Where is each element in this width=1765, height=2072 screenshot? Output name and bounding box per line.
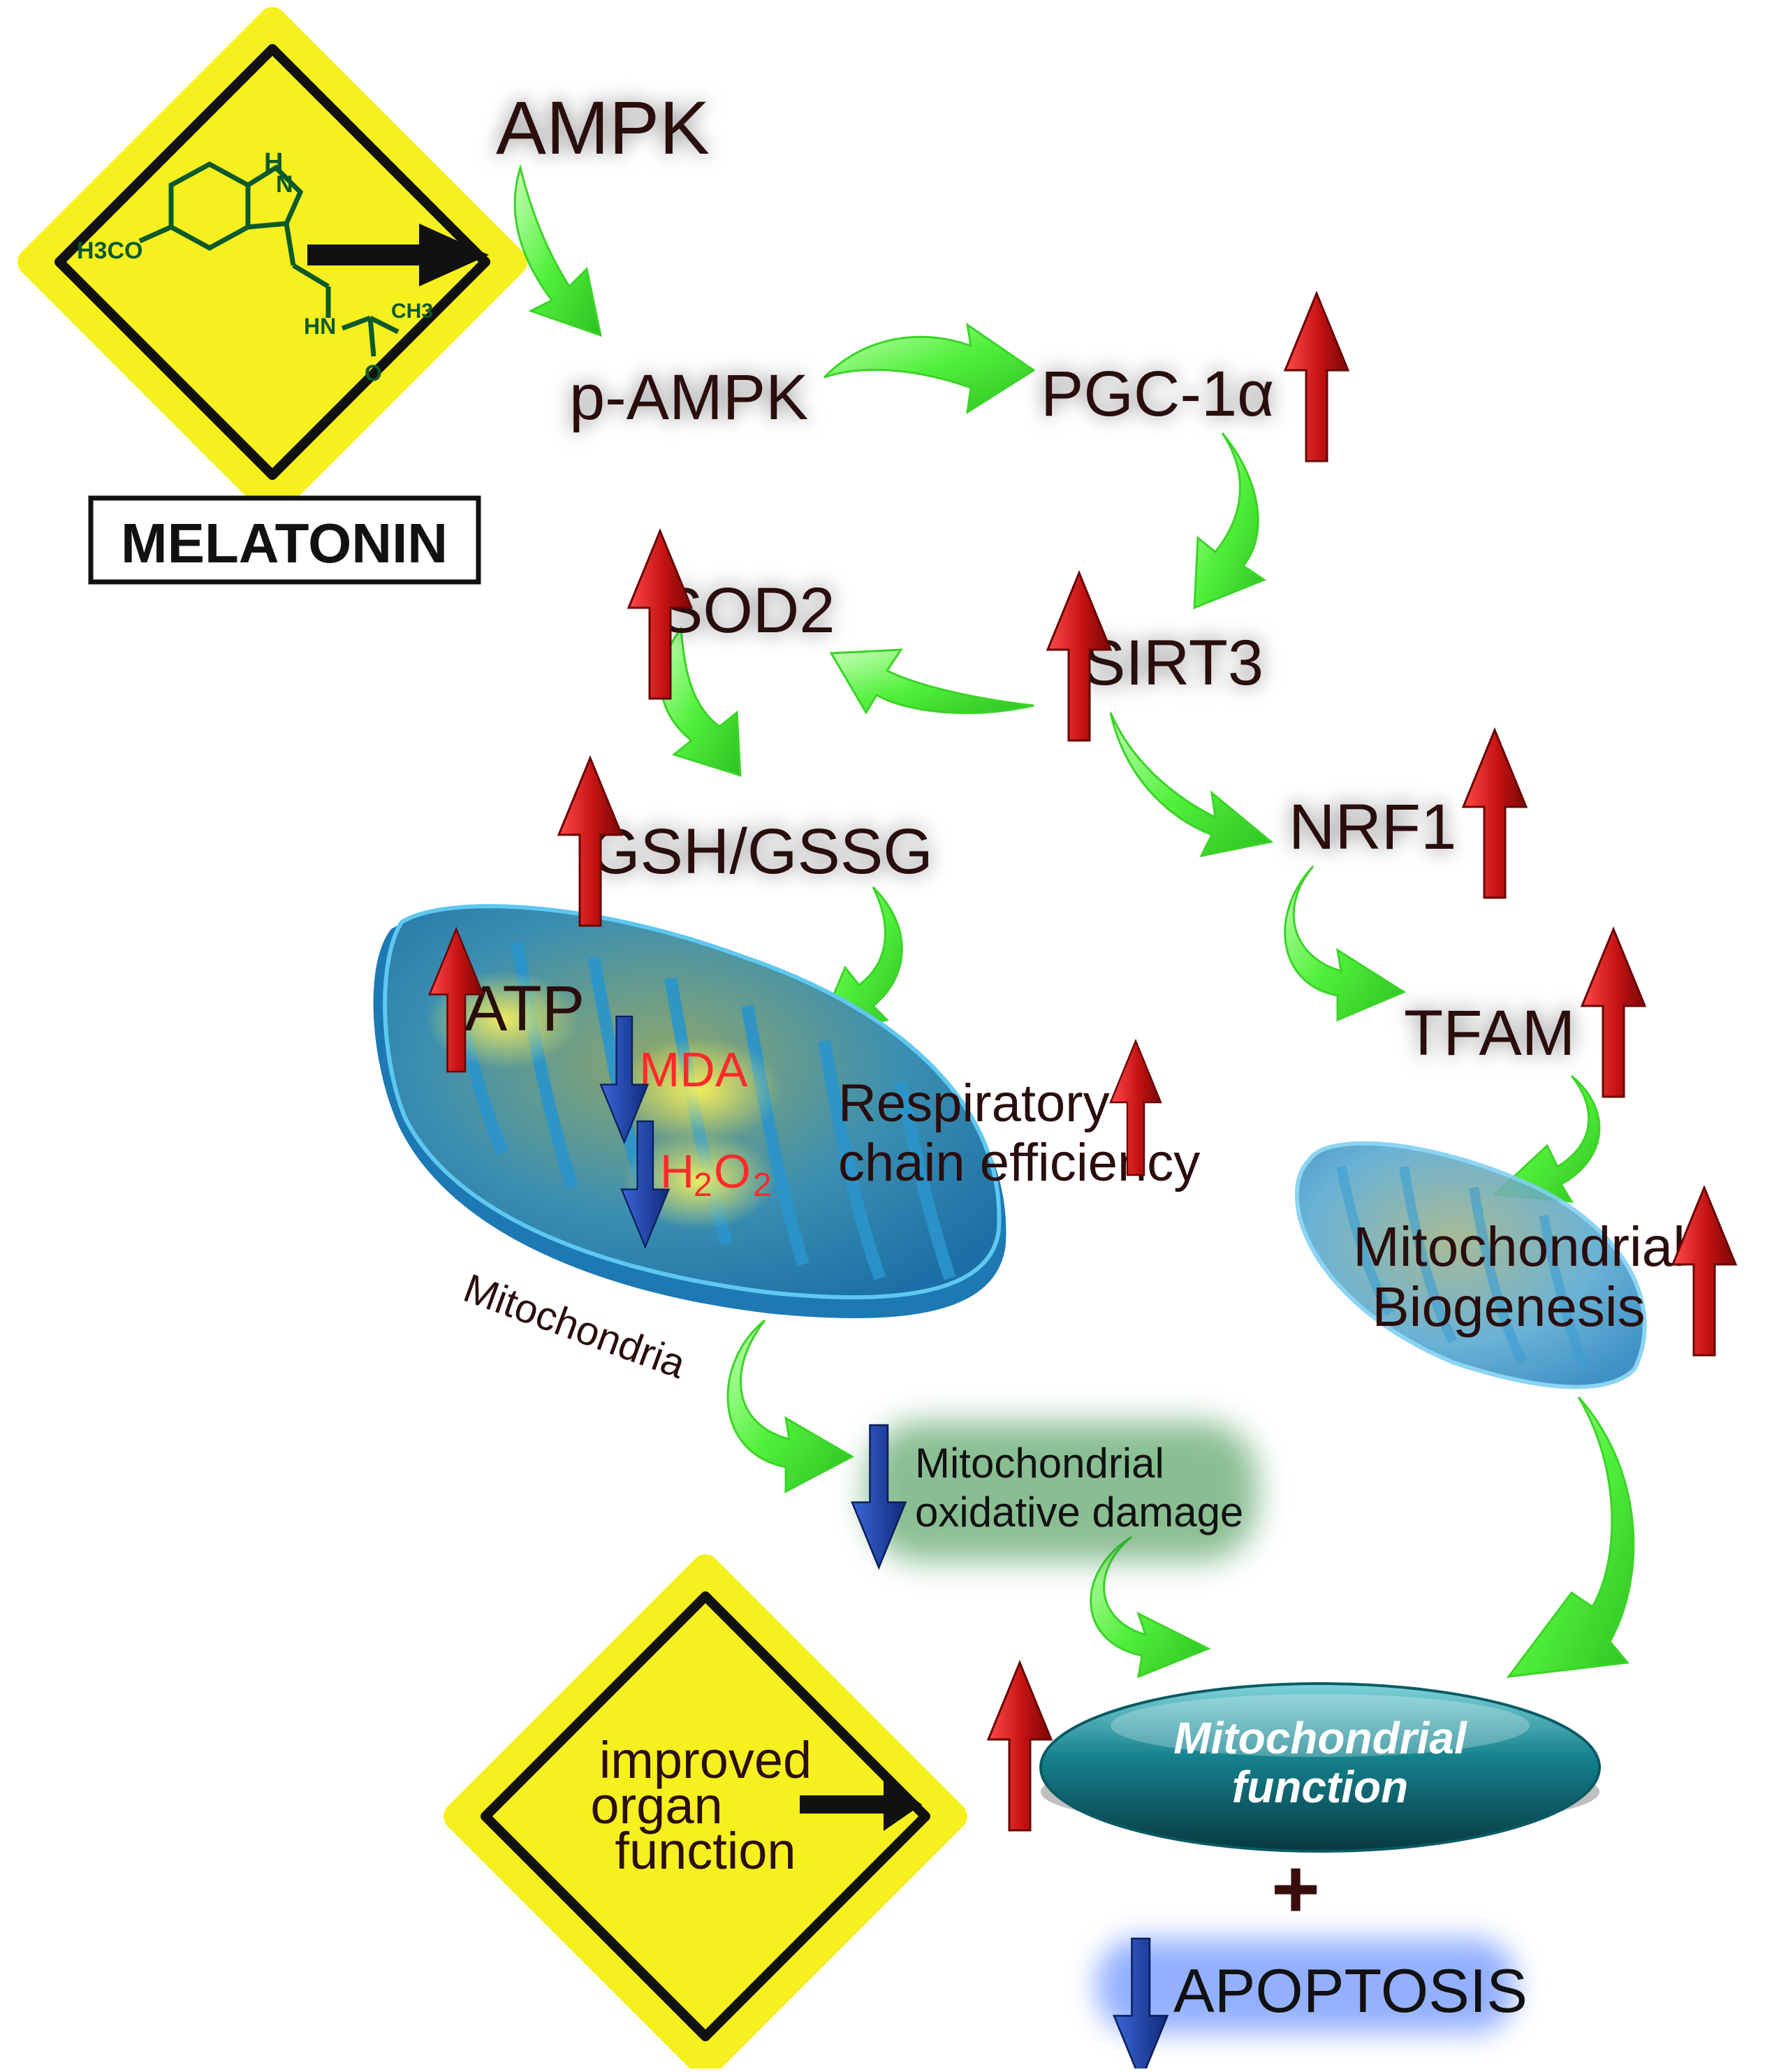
- apoptosis-down-arrow-icon: [1113, 1937, 1169, 2072]
- node-gsh-gssg: GSH/GSSG: [590, 816, 933, 887]
- function-line1: Mitochondrial: [1173, 1713, 1467, 1763]
- gsh-gssg-label: GSH/GSSG: [590, 816, 933, 887]
- node-ampk: AMPK: [496, 85, 710, 170]
- node-sirt3: SIRT3: [1083, 627, 1264, 699]
- nh-h-label: H: [264, 148, 283, 177]
- methoxy-label: H3CO: [77, 238, 142, 264]
- organ-line3: function: [615, 1822, 796, 1880]
- respiratory-line1: Respiratory: [838, 1074, 1110, 1133]
- tfam-label: TFAM: [1404, 998, 1575, 1069]
- organ-line1: improved: [599, 1731, 812, 1789]
- flow-arrow-pgc-sirt3: [1193, 432, 1267, 610]
- mda-down-arrow-icon: [599, 1015, 650, 1144]
- respiratory-line2: chain efficiency: [838, 1133, 1200, 1192]
- pgc1a-label: PGC-1α: [1041, 358, 1274, 430]
- melatonin-structure-icon: [138, 161, 400, 357]
- pgc1a-up-arrow-icon: [1283, 291, 1350, 462]
- apoptosis-node: APOPTOSIS: [1097, 1939, 1528, 2033]
- biogenesis-up-arrow-icon: [1671, 1185, 1738, 1357]
- organ-line2: organ: [590, 1776, 722, 1834]
- h2o2-label: H 2 O 2: [660, 1145, 772, 1204]
- flow-arrow-sirt3-sod2: [829, 648, 1034, 715]
- nrf1-up-arrow-icon: [1461, 727, 1528, 899]
- up-arrows: [428, 291, 1738, 1832]
- tfam-up-arrow-icon: [1580, 926, 1647, 1098]
- flow-arrow-pampk-pgc: [823, 322, 1036, 415]
- methyl-label: CH3: [391, 300, 433, 323]
- h2o2-o: O: [714, 1145, 751, 1198]
- nrf1-label: NRF1: [1289, 791, 1456, 863]
- atp-label: ATP: [464, 973, 585, 1044]
- h2o2-down-arrow-icon: [620, 1120, 671, 1249]
- node-tfam: TFAM: [1404, 998, 1575, 1069]
- mitochondrion-right: [1294, 1141, 1647, 1389]
- melatonin-label: MELATONIN: [121, 512, 448, 574]
- oxidative-damage-node: Mitochondrial oxidative damage: [866, 1422, 1257, 1561]
- melatonin-sign: H N H3CO HN CH3 O: [17, 7, 527, 517]
- biogenesis-line2: Biogenesis: [1372, 1276, 1645, 1338]
- sod2-label: SOD2: [660, 575, 835, 646]
- mda-label: MDA: [639, 1042, 748, 1097]
- flow-arrow-sirt3-nrf1: [1109, 712, 1274, 858]
- apoptosis-label: APOPTOSIS: [1173, 1956, 1528, 2025]
- sod2-up-arrow-icon: [627, 528, 694, 700]
- node-sod2: SOD2: [660, 575, 835, 646]
- flow-arrow-mito-damage: [726, 1319, 855, 1494]
- damage-line1: Mitochondrial: [915, 1440, 1164, 1487]
- h2o2-sub-a: 2: [694, 1167, 712, 1204]
- flow-arrow-damage-function: [1090, 1535, 1211, 1679]
- flow-arrow-sod2-gsh: [659, 625, 742, 778]
- flow-arrows: [513, 163, 1635, 1679]
- biogenesis-line1: Mitochondrial: [1353, 1216, 1685, 1278]
- flow-arrow-ampk-pampk: [513, 163, 603, 337]
- biogenesis-label: Mitochondrial Biogenesis: [1353, 1216, 1685, 1338]
- h2o2-sub-b: 2: [753, 1167, 772, 1204]
- sirt3-label: SIRT3: [1083, 627, 1264, 699]
- gsh-up-arrow-icon: [557, 755, 624, 927]
- atp-up-arrow-icon: [428, 926, 485, 1073]
- respiratory-up-arrow-icon: [1109, 1038, 1162, 1176]
- function-line2: function: [1232, 1762, 1408, 1812]
- amide-nh-label: HN: [304, 314, 336, 339]
- flow-arrow-biogenesis-function: [1506, 1396, 1635, 1678]
- oxygen-label: O: [365, 360, 382, 386]
- down-arrows: [599, 1015, 1169, 2072]
- nh-n-label: N: [276, 171, 293, 198]
- melatonin-arrow-icon: [307, 224, 489, 286]
- flow-arrow-nrf1-tfam: [1284, 865, 1407, 1022]
- node-pgc1a: PGC-1α: [1041, 358, 1274, 430]
- node-p-ampk: p-AMPK: [569, 362, 809, 433]
- damage-line2: oxidative damage: [915, 1489, 1243, 1535]
- sirt3-up-arrow-icon: [1046, 570, 1113, 742]
- organ-function-sign: improved organ function: [444, 1554, 967, 2072]
- mitochondrion-left: Mitochondria: [373, 904, 1006, 1387]
- ampk-label: AMPK: [496, 85, 710, 170]
- node-nrf1: NRF1: [1289, 791, 1456, 863]
- organ-arrow-icon: [800, 1778, 922, 1831]
- p-ampk-label: p-AMPK: [569, 362, 809, 433]
- damage-down-arrow-icon: [851, 1424, 907, 1570]
- plus-sign: +: [1271, 1842, 1320, 1936]
- mitochondrial-function-pill: Mitochondrial function: [1039, 1682, 1601, 1853]
- melatonin-label-box: MELATONIN: [88, 495, 481, 585]
- function-up-arrow-icon: [986, 1660, 1053, 1832]
